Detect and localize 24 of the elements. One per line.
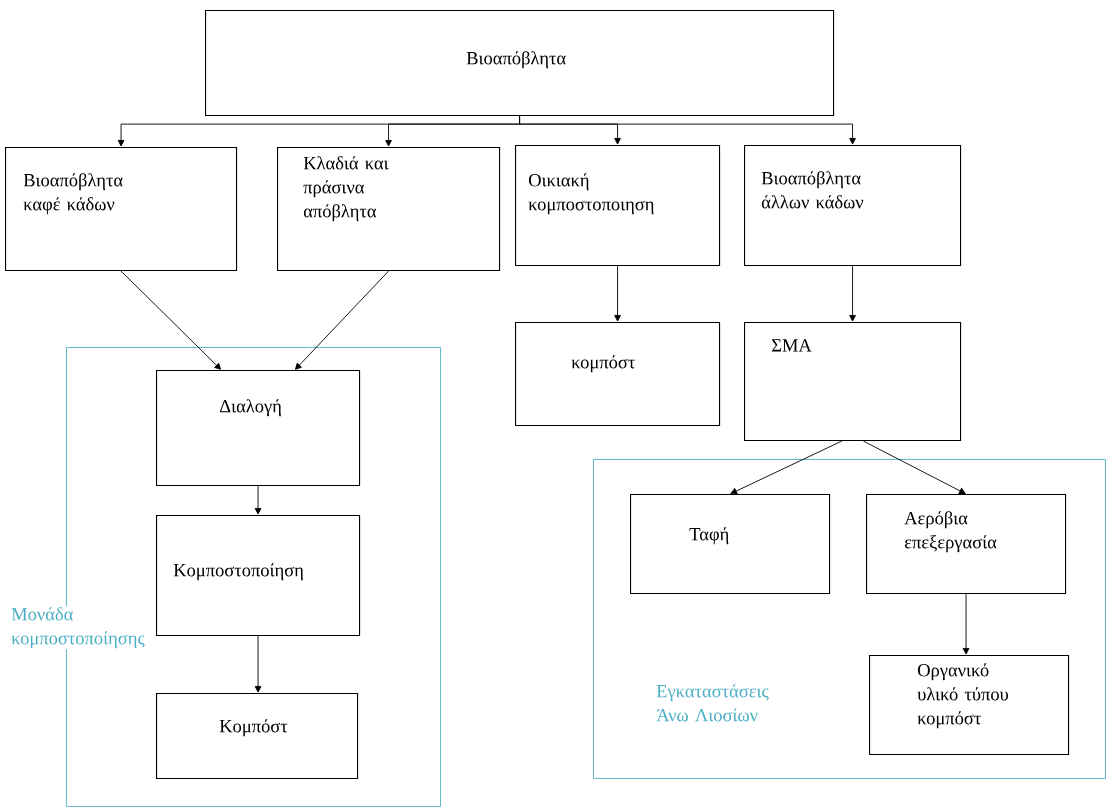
arrow [849,265,856,322]
arrow [120,270,222,370]
process-box: Κομπόστ [156,693,359,780]
process-box: Ταφή [630,494,831,595]
process-box: ΣΜΑ [744,322,962,442]
arrow [730,440,843,495]
arrow [519,115,856,145]
arrow [614,265,621,322]
process-box: Διαλογή [156,370,361,487]
process-box: Αερόβια επεξεργασία [866,494,1067,595]
arrow [254,635,262,693]
arrow [295,270,389,370]
process-box: Βιοαπόβλητα καφέ κάδων [5,147,238,272]
node-label: Μονάδα [11,607,73,621]
process-box: Οικιακή κομποστοποιηση [515,145,721,267]
arrow [862,440,966,494]
arrow [962,593,970,655]
process-box: Βιοαπόβλητα [205,10,835,117]
process-box: Οργανικό υλικό τύπου κομπόστ [869,655,1070,756]
arrow [254,485,262,515]
process-box: Κλαδιά και πράσινα απόβλητα [277,147,501,272]
process-box: Βιοαπόβλητα άλλων κάδων [744,145,962,267]
process-box: Κομποστοποίηση [156,515,361,637]
process-box: κομπόστ [515,322,721,427]
